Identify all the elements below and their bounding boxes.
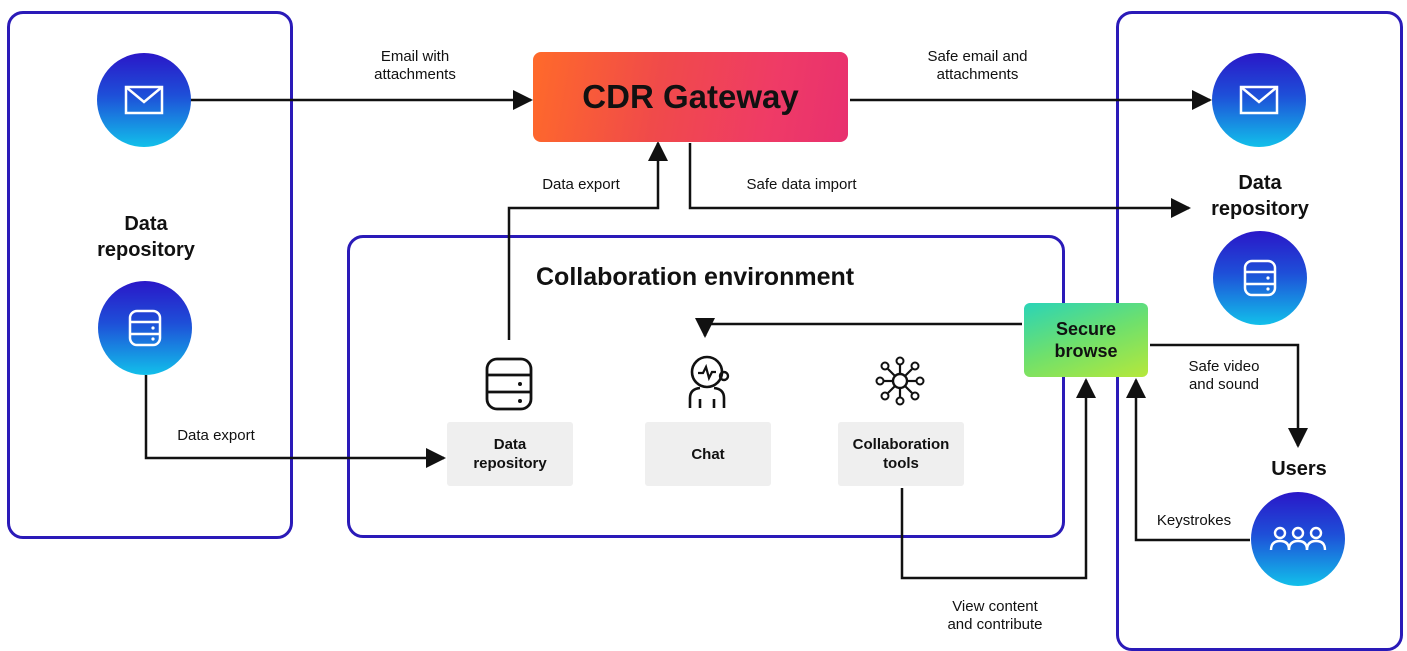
label-safe-import: Safe data import: [746, 176, 857, 193]
cdr-gateway-box: CDR Gateway: [533, 52, 848, 142]
edge-keystrokes: [1126, 378, 1250, 542]
left-database-circle: [98, 281, 192, 375]
label-view-content: View content and contribute: [947, 598, 1043, 633]
collab-data-repository-label: Data repository: [473, 436, 547, 472]
mail-icon: [1239, 85, 1279, 115]
collaboration-environment-title: Collaboration environment: [536, 263, 855, 291]
cdr-gateway-title: CDR Gateway: [582, 78, 799, 115]
collab-collaboration-tools-tile: Collaboration tools: [838, 422, 964, 486]
users-icon: [1269, 526, 1327, 551]
support-agent-icon: [688, 355, 730, 408]
right-email-circle: [1212, 53, 1306, 147]
label-email-in: Email with attachments: [374, 48, 456, 83]
label-email-out: Safe email and attachments: [927, 48, 1028, 83]
edge-data-export-left: [144, 375, 446, 468]
edge-data-export-top: [507, 141, 668, 340]
left-email-circle: [97, 53, 191, 147]
network-hub-icon: [875, 356, 925, 406]
database-icon: [128, 309, 162, 347]
label-safe-video: Safe video and sound: [1188, 358, 1260, 393]
right-data-repository-heading: Data repository: [1211, 172, 1309, 220]
collab-collaboration-tools-label: Collaboration tools: [852, 436, 950, 472]
connector-lines: [144, 90, 1308, 580]
left-data-repository-heading: Data repository: [97, 213, 195, 261]
mail-icon: [124, 85, 164, 115]
users-circle: [1251, 492, 1345, 586]
edge-secure-to-chat: [695, 318, 1022, 338]
database-icon: [1243, 259, 1277, 297]
edge-safe-video: [1150, 343, 1308, 448]
collab-data-repository-tile: Data repository: [447, 422, 573, 486]
collab-chat-tile: Chat: [645, 422, 771, 486]
database-icon: [485, 357, 533, 411]
left-panel: [7, 11, 293, 539]
edge-safe-import: [688, 143, 1191, 218]
users-heading: Users: [1271, 458, 1327, 480]
label-data-export-top: Data export: [542, 176, 620, 193]
label-data-export-left: Data export: [177, 427, 255, 444]
label-keystrokes: Keystrokes: [1156, 512, 1232, 529]
collaboration-environment-panel: [347, 235, 1065, 538]
right-database-circle: [1213, 231, 1307, 325]
edge-view-content: [900, 378, 1096, 580]
collab-chat-label: Chat: [691, 445, 725, 463]
secure-browse-label: Secure browse: [1054, 319, 1118, 361]
secure-browse-box: Secure browse: [1024, 303, 1148, 377]
